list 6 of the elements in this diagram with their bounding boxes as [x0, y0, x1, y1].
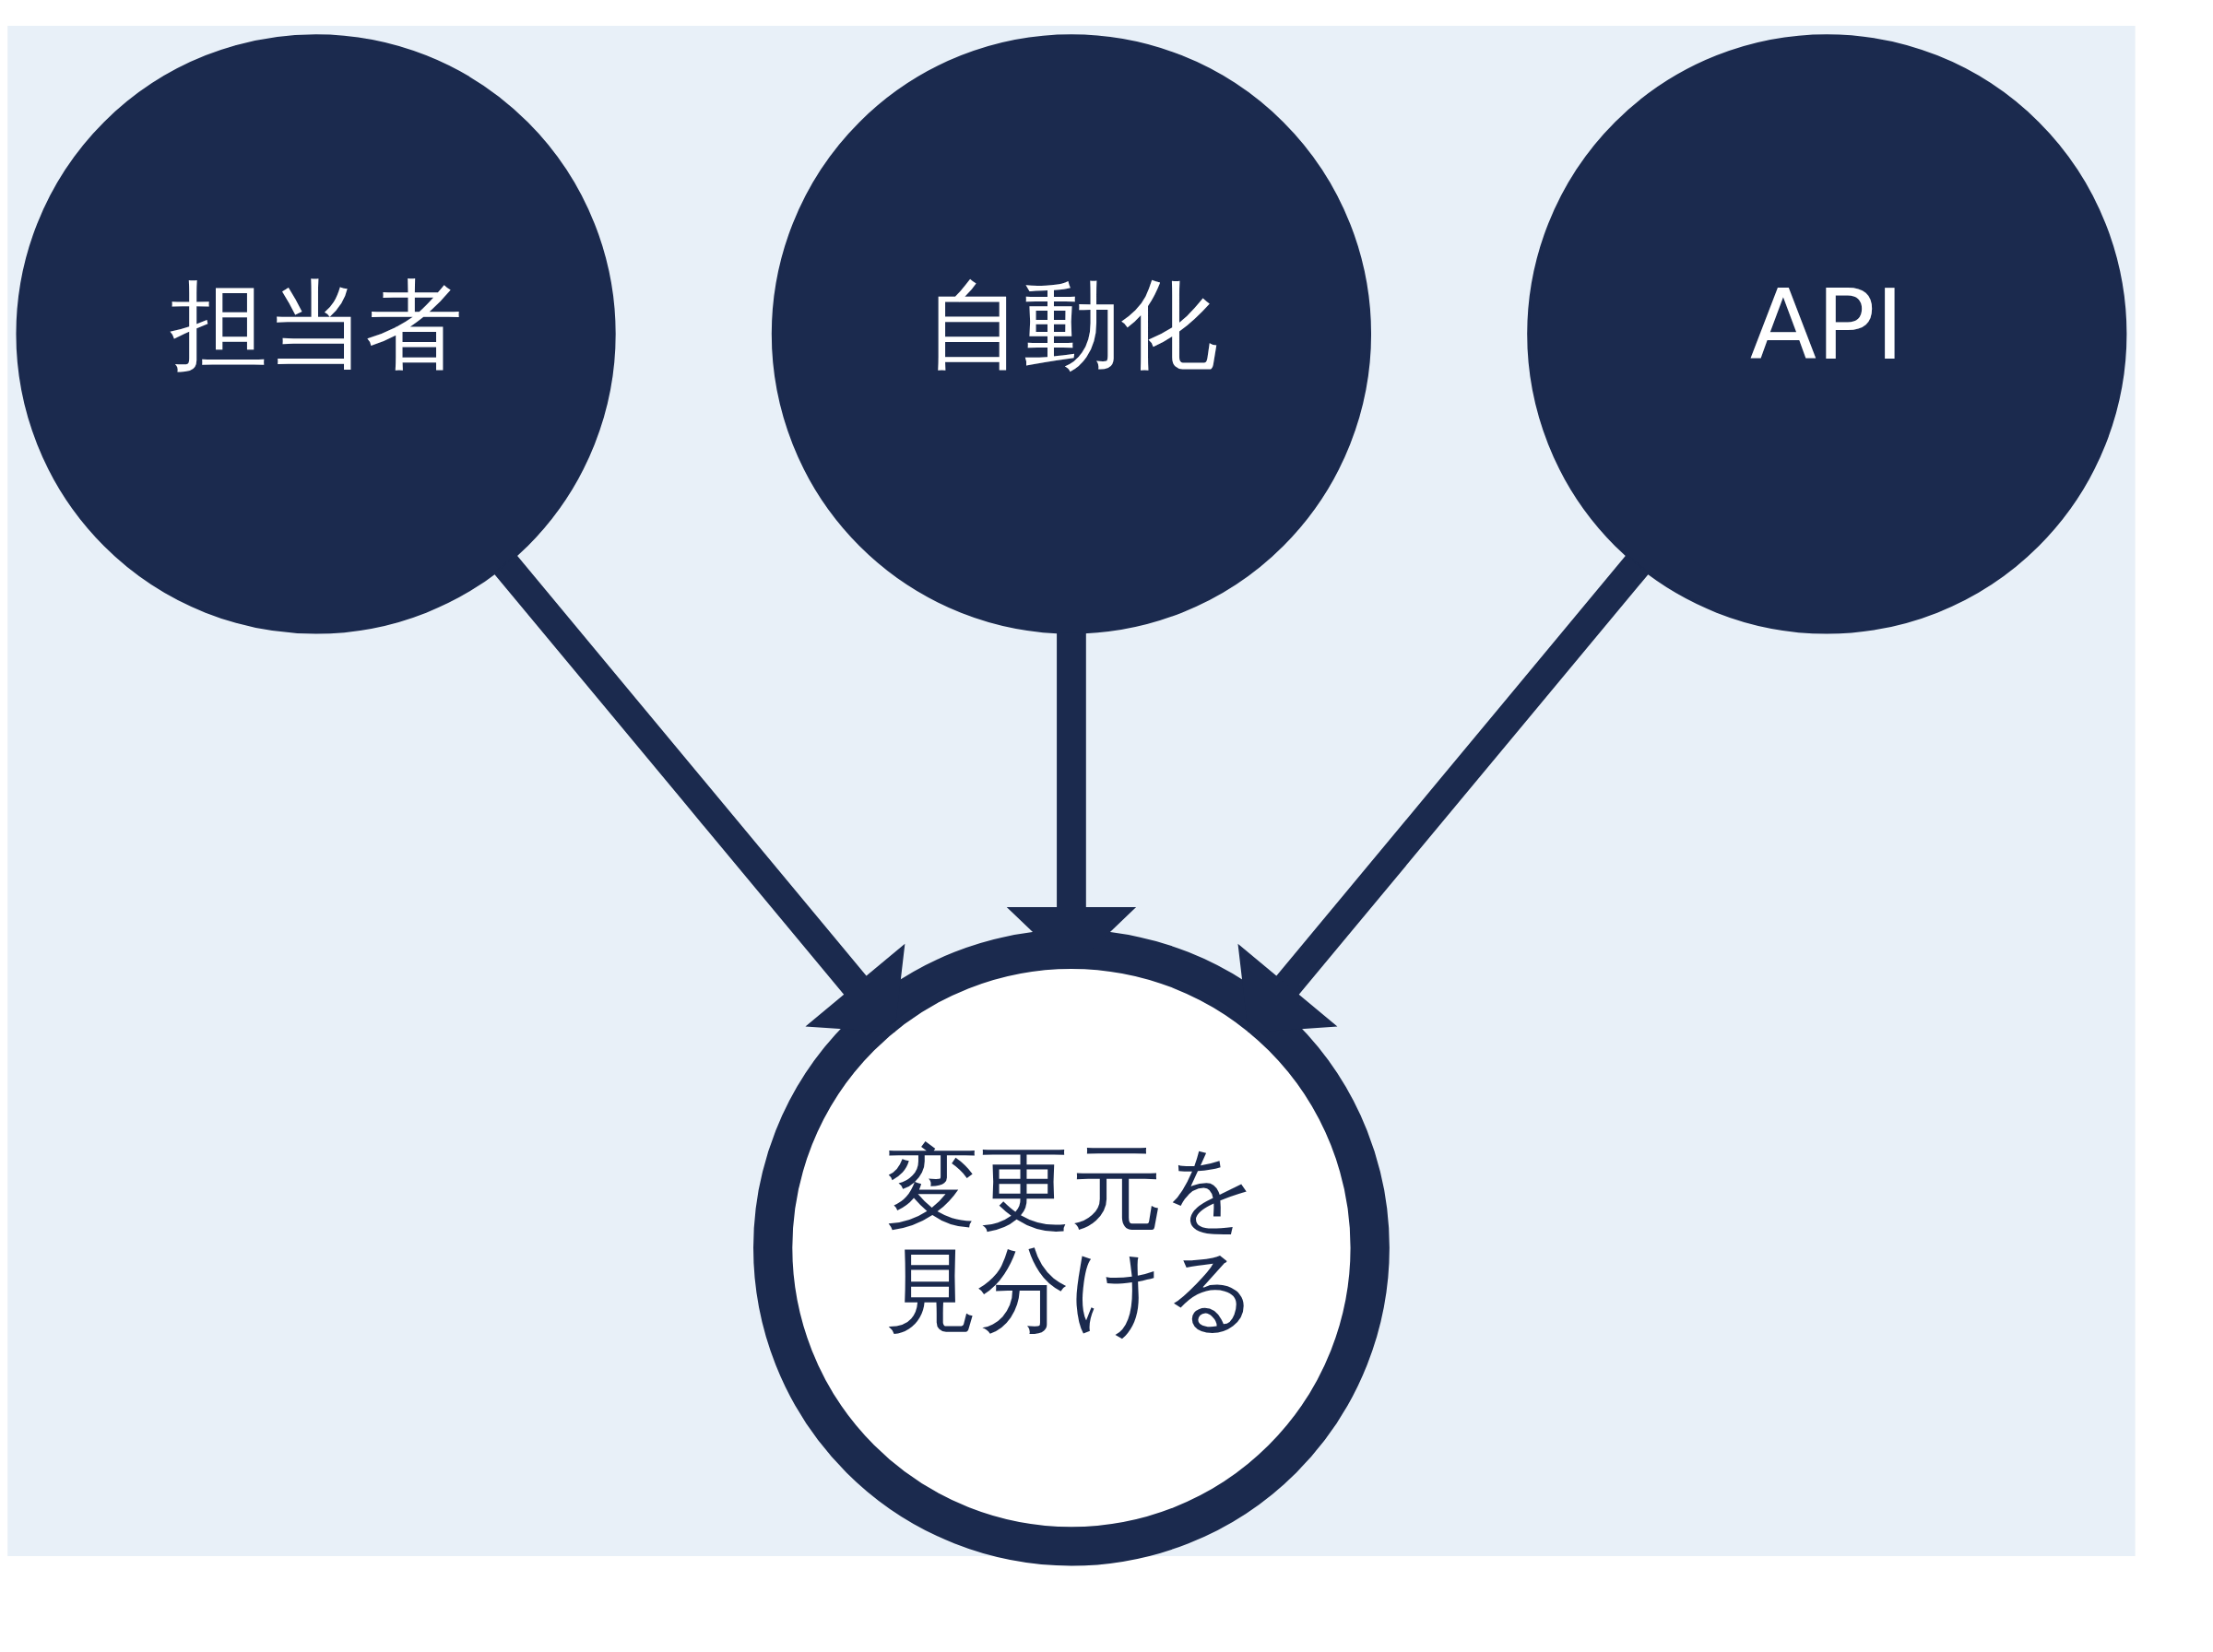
- arrow: [494, 555, 905, 1033]
- arrow: [1237, 555, 1649, 1033]
- node-circle: 担当者: [16, 34, 616, 634]
- node-circle: 変更元を見分ける: [753, 929, 1390, 1566]
- node-circle: 自動化: [771, 34, 1372, 634]
- node-circle: API: [1527, 34, 2127, 634]
